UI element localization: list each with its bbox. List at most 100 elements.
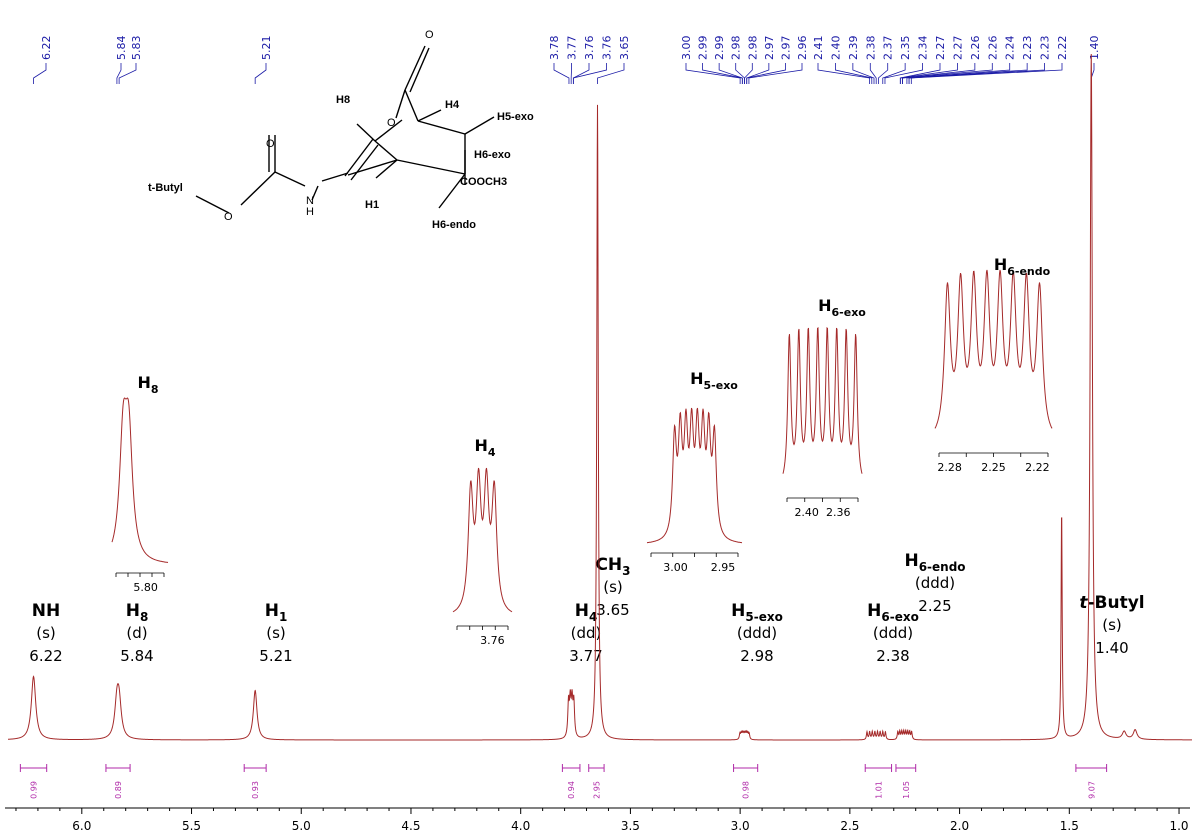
peak-pick-leader (746, 63, 786, 84)
inset-multiplet-trace (782, 326, 863, 474)
integral-value: 0.99 (30, 781, 39, 799)
h1-label: H1 (365, 199, 379, 211)
peak-pick-label: 2.23 (1039, 36, 1052, 61)
peak-pick-leader (597, 63, 625, 84)
assignment-label-main: -Butyl (1087, 593, 1144, 613)
peak-pick-label: 1.40 (1088, 36, 1101, 61)
peak-pick-label: 3.00 (680, 36, 693, 61)
peak-pick-leader (910, 63, 1063, 84)
assignment-label-main: H (265, 601, 279, 621)
peak-pick-leader (852, 63, 875, 84)
assignment-label: NH (32, 601, 60, 621)
peak-pick-label: 2.40 (829, 36, 842, 61)
x-tick-label: 5.5 (182, 819, 201, 833)
inset-tick-label: 2.28 (937, 461, 962, 474)
inset-title-main: H (474, 436, 487, 455)
inset-title-main: H (690, 369, 703, 388)
h8-label: H8 (336, 94, 350, 106)
integral-value: 1.01 (874, 781, 883, 799)
integral-value: 0.94 (567, 781, 576, 799)
shift-label: 2.25 (918, 597, 951, 615)
peak-pick-leader (118, 63, 137, 84)
assignment-label-sub: 6-endo (919, 560, 966, 574)
assignment-label-sub: 3 (622, 564, 630, 578)
peak-pick-label: 2.41 (812, 36, 825, 61)
assignment-label-main: H (126, 601, 140, 621)
inset-title-main: H (818, 296, 831, 315)
peak-pick-leader (882, 63, 906, 84)
peak-pick-label: 2.39 (847, 36, 860, 61)
peak-pick-label: 2.23 (1021, 36, 1034, 61)
inset-tick-label: 5.80 (133, 581, 158, 594)
inset-title-main: H (994, 255, 1007, 274)
carbonyl-o-top: O (425, 29, 434, 41)
ester-o: O (224, 211, 233, 223)
shift-label: 5.84 (120, 647, 153, 665)
peak-pick-label: 2.34 (917, 36, 930, 61)
assignment-label-main: NH (32, 601, 60, 621)
peak-pick-leader (746, 63, 770, 84)
peak-pick-leader (817, 63, 871, 84)
peak-pick-label: 2.99 (697, 36, 710, 61)
x-tick-label: 2.0 (950, 819, 969, 833)
peak-pick-label: 2.98 (730, 36, 743, 61)
x-tick-label: 4.0 (511, 819, 530, 833)
x-tick-label: 3.5 (621, 819, 640, 833)
peak-pick-leader (877, 63, 889, 84)
x-tick-label: 1.5 (1060, 819, 1079, 833)
inset-title-sub: 4 (488, 446, 496, 459)
shift-label: 5.21 (259, 647, 292, 665)
integral-value: 2.95 (592, 781, 601, 799)
shift-label: 3.77 (569, 647, 602, 665)
peak-pick-leader (254, 63, 267, 84)
x-tick-label: 6.0 (72, 819, 91, 833)
peak-pick-label: 5.83 (130, 36, 143, 61)
peak-pick-label: 2.38 (864, 36, 877, 61)
assignment-label-sub: 5-exo (745, 610, 782, 624)
x-tick-label: 2.5 (840, 819, 859, 833)
assignment-label-sub: 4 (589, 610, 597, 624)
peak-pick-leader (572, 63, 590, 84)
chemical-structure: O O O O N H t-Butyl H8 H4 H5-exo H6-exo … (148, 29, 534, 231)
peak-pick-leader (906, 63, 1011, 84)
inset-multiplet-trace (646, 407, 743, 544)
bridge-o: O (387, 117, 396, 129)
peak-pick-label: 5.84 (115, 36, 128, 61)
peak-pick-leader (744, 63, 753, 84)
assignment-label-italic: t (1079, 593, 1088, 613)
multiplicity-label: (s) (1102, 616, 1122, 634)
multiplicity-label: (ddd) (737, 624, 777, 642)
peak-pick-leader (116, 63, 122, 84)
integral-value: 1.05 (902, 781, 911, 799)
peak-pick-label: 2.99 (713, 36, 726, 61)
peak-pick-leader (884, 63, 923, 84)
inset-multiplet-trace (452, 467, 513, 613)
peak-pick-leader (33, 63, 47, 84)
inset-tick-label: 2.95 (711, 561, 736, 574)
peak-pick-label: 2.22 (1056, 36, 1069, 61)
peak-pick-label: 3.78 (548, 36, 561, 61)
assignment-label-sub: 6-exo (881, 610, 918, 624)
assignment-label: H6-exo (867, 601, 919, 624)
inset-title: H5-exo (690, 369, 738, 392)
inset-title-sub: 8 (151, 383, 159, 396)
carbonyl-o-left: O (266, 138, 275, 150)
peak-pick-label: 2.24 (1004, 36, 1017, 61)
amide-n: N (306, 195, 314, 207)
inset-tick-label: 2.22 (1025, 461, 1050, 474)
peak-pick-label: 6.22 (40, 36, 53, 61)
peak-pick-label: 2.97 (779, 36, 792, 61)
multiplicity-label: (s) (266, 624, 286, 642)
peak-pick-leader (908, 63, 1045, 84)
inset-multiplet-trace (934, 269, 1053, 429)
peak-pick-label: 2.26 (986, 36, 999, 61)
assignment-label: H6-endo (904, 551, 965, 574)
multiplicity-label: (s) (603, 578, 623, 596)
peak-pick-label: 2.37 (882, 36, 895, 61)
assignment-label: t-Butyl (1079, 593, 1144, 613)
inset-tick-label: 2.36 (826, 506, 851, 519)
